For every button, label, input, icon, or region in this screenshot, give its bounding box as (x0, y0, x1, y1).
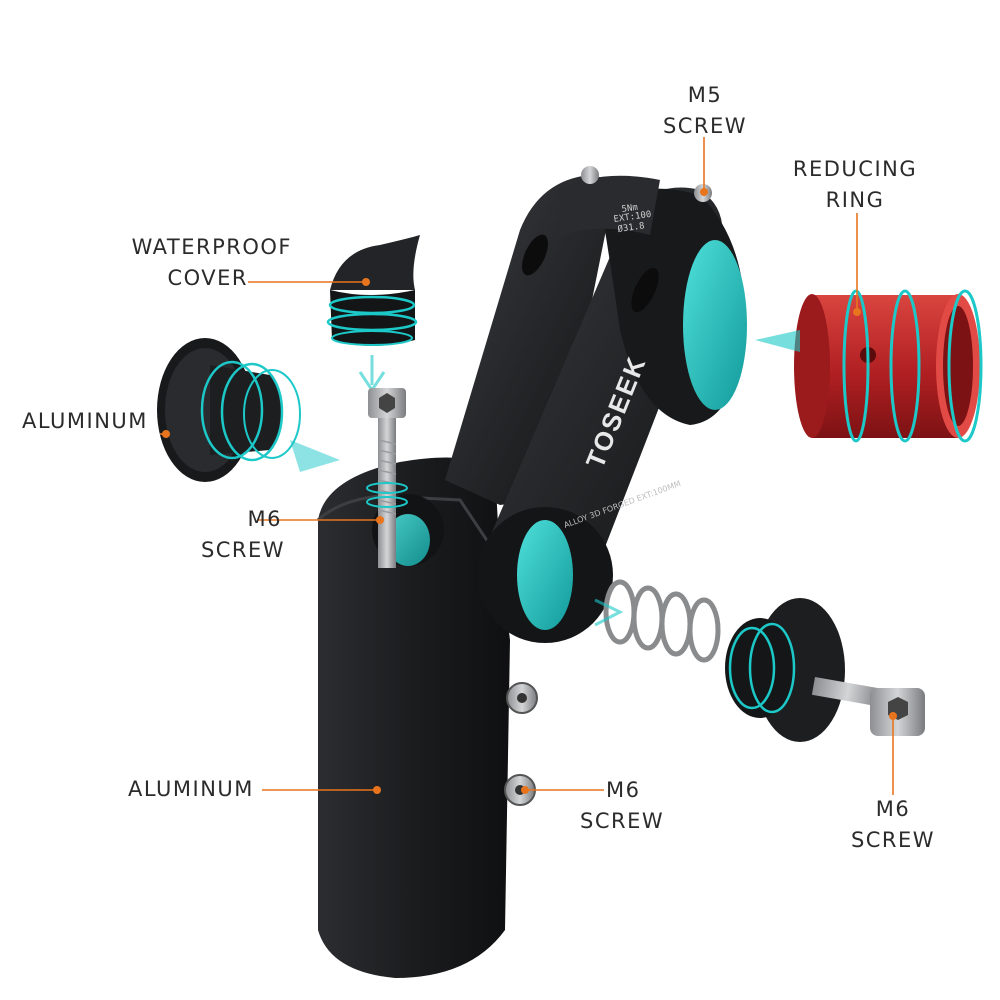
aluminum-body-label-line1: ALUMINUM (128, 777, 254, 801)
aluminum-cap-label: ALUMINUM (22, 406, 148, 437)
m6-clamp-screw-dot (521, 786, 529, 794)
stem-top-markings: 5Nm EXT:100 Ø31.8 (613, 203, 652, 235)
m5-screw-label-line1: M5 (687, 83, 723, 107)
m6-vertical-bolt (366, 388, 408, 568)
reducing-ring-dot (853, 308, 861, 316)
waterproof-cover-label-line1: WATERPROOF (131, 235, 292, 259)
waterproof-cover-label: WATERPROOF COVER (112, 232, 292, 294)
m6-clamp-screw-label: M6 SCREW (580, 775, 664, 837)
waterproof-cover-part (326, 235, 420, 393)
spring-part (594, 579, 721, 663)
m6-top-screw-dot (376, 516, 384, 524)
m6-hinge-screw-label-line2: SCREW (850, 828, 936, 852)
waterproof-cover-dot (362, 278, 370, 286)
m6-hinge-screw-label-line1: M6 (875, 797, 911, 821)
reducing-ring-label: REDUCING RING (785, 154, 925, 216)
waterproof-cover-label-line2: COVER (167, 266, 248, 290)
m6-clamp-screw-label-line2: SCREW (580, 809, 665, 833)
m6-top-screw-label-line1: M6 (247, 507, 282, 531)
m6-hinge-screw-dot (889, 712, 897, 720)
m5-screw-label-line2: SCREW (662, 114, 748, 138)
m5-screw-label: M5 SCREW (655, 80, 755, 142)
stem-upper-arms (445, 166, 747, 643)
m6-top-screw-label: M6 SCREW (196, 504, 290, 566)
hinge-cap-part (725, 598, 925, 742)
aluminum-cap-part (157, 338, 340, 482)
callout-dots (162, 188, 897, 794)
m6-hinge-screw-label: M6 SCREW (846, 794, 940, 856)
reducing-ring-label-line1: REDUCING (792, 157, 918, 181)
aluminum-body-dot (373, 786, 381, 794)
reducing-ring-part (755, 289, 983, 443)
aluminum-cap-dot (162, 430, 170, 438)
aluminum-cap-label-line1: ALUMINUM (22, 409, 148, 433)
reducing-ring-label-line2: RING (825, 188, 885, 212)
callout-lines (160, 137, 894, 795)
aluminum-body-label: ALUMINUM (128, 774, 254, 805)
diameter-marking: Ø31.8 (617, 220, 645, 235)
m6-top-screw-label-line2: SCREW (200, 538, 286, 562)
m6-clamp-screw-label-line1: M6 (606, 778, 641, 802)
m5-screw-dot (700, 188, 708, 196)
torque-marking: 5Nm (621, 203, 638, 215)
